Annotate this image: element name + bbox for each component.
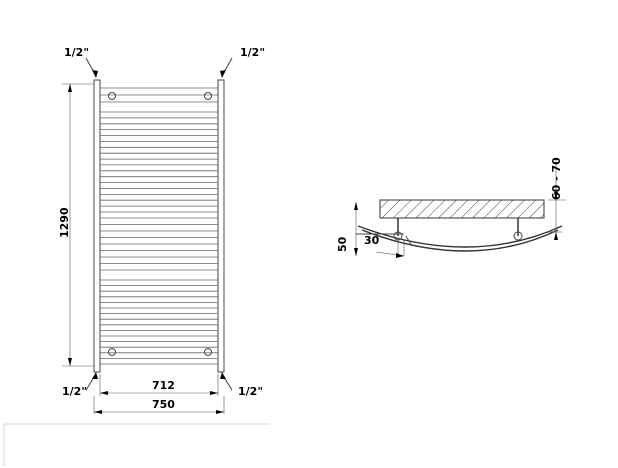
wall-gap-dimension-line xyxy=(548,160,566,240)
label-outer-width: 750 xyxy=(152,398,175,411)
side-bracket-left xyxy=(393,218,413,256)
label-conn-top-left: 1/2" xyxy=(64,46,89,59)
label-conn-top-right: 1/2" xyxy=(240,46,265,59)
depth-dimension-line xyxy=(354,202,358,256)
side-view: 50 30 60 - 70 xyxy=(336,157,566,258)
mounting-bracket-bottom-left xyxy=(108,348,116,356)
mounting-bracket-top-right xyxy=(204,92,212,100)
label-conn-bottom-right: 1/2" xyxy=(238,385,263,398)
label-offset: 30 xyxy=(364,234,380,247)
front-view: 1/2" 1/2" 1/2" 1/2" 1290 712 xyxy=(58,46,265,414)
mounting-bracket-bottom-right xyxy=(204,348,212,356)
label-height: 1290 xyxy=(58,207,71,238)
connection-arrow-top-left xyxy=(85,57,98,78)
label-conn-bottom-left: 1/2" xyxy=(62,385,87,398)
radiator-curved-profile xyxy=(356,225,563,252)
inner-width-dimension-line xyxy=(99,374,219,396)
page-frame-corner xyxy=(3,423,270,466)
wall-hatched xyxy=(379,199,545,219)
height-dimension-line xyxy=(62,83,94,367)
connection-arrow-bottom-right xyxy=(220,372,233,391)
connection-arrow-bottom-left xyxy=(85,372,98,391)
label-inner-width: 712 xyxy=(152,379,175,392)
label-depth: 50 xyxy=(336,236,349,252)
side-bracket-right xyxy=(513,218,523,241)
right-vertical-tube xyxy=(217,79,225,373)
connection-arrow-top-right xyxy=(220,57,233,78)
offset-dimension-line xyxy=(375,251,405,258)
label-wall-gap: 60 - 70 xyxy=(550,157,563,200)
mounting-bracket-top-left xyxy=(108,92,116,100)
horizontal-bars xyxy=(100,87,218,365)
outer-width-dimension-line xyxy=(93,396,225,414)
left-vertical-tube xyxy=(93,79,101,373)
